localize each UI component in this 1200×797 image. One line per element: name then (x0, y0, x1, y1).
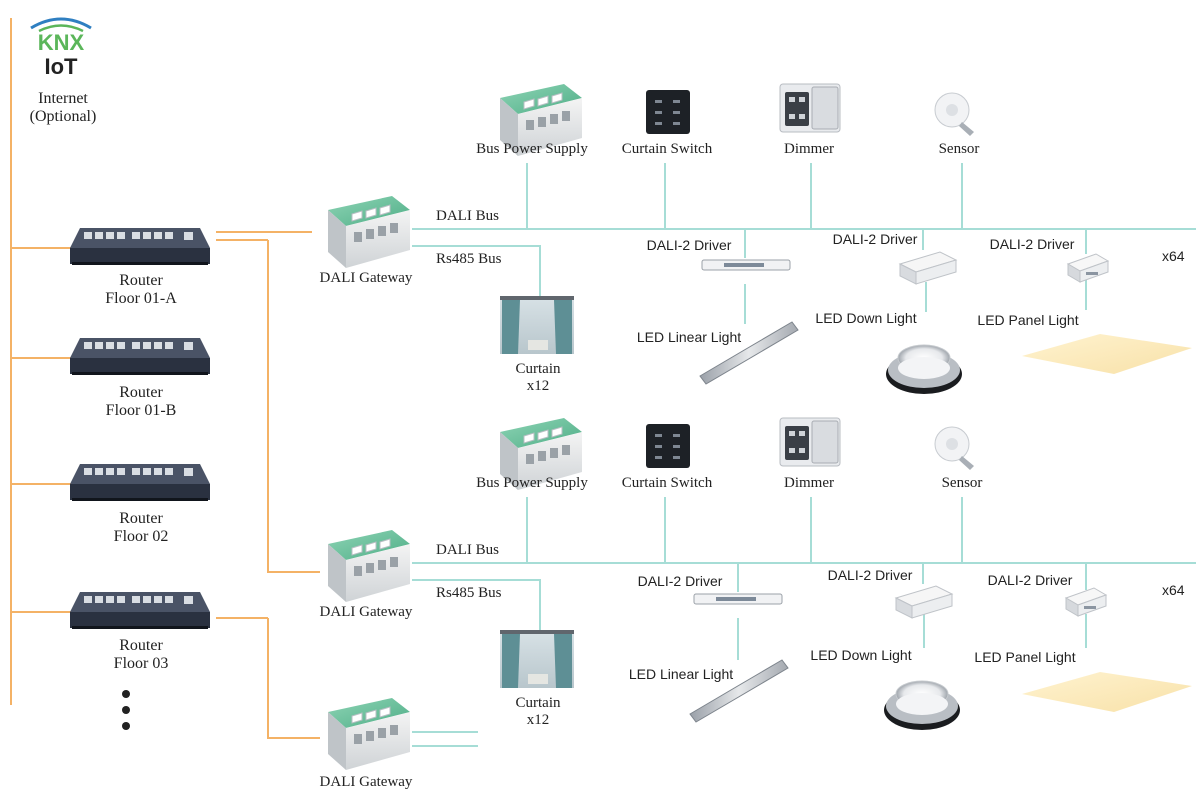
dali-bus-label-1: DALI Bus (436, 208, 499, 224)
curtain-switch-icon-1 (646, 90, 690, 134)
sensor-icon-1 (934, 92, 975, 137)
internet-label: Internet(Optional) (29, 90, 97, 126)
down-light-icon-1 (885, 344, 963, 395)
panel-light-icon-1 (1022, 334, 1192, 374)
curtain-switch-label-2: Curtain Switch (621, 475, 713, 491)
dimmer-icon-1 (779, 83, 841, 133)
down-light-label-1: LED Down Light (815, 310, 917, 326)
bus-power-supply-label-2: Bus Power Supply (476, 475, 588, 491)
driver-label-panel-2: DALI-2 Driver (987, 572, 1073, 588)
dali-bus-label-2: DALI Bus (436, 542, 499, 558)
svg-text:KNX: KNX (38, 30, 85, 55)
panel-light-icon-2 (1022, 672, 1192, 712)
ethernet-wiring (10, 18, 320, 739)
bus-power-supply-label-1: Bus Power Supply (476, 141, 588, 157)
dimmer-icon-2 (779, 417, 841, 467)
bus-wiring-upper (412, 163, 1196, 324)
router-icon-floor-02 (70, 464, 210, 501)
linear-light-label-2: LED Linear Light (628, 666, 734, 682)
curtain-icon-2 (500, 630, 574, 688)
down-light-icon-2 (883, 680, 961, 731)
sensor-label-2: Sensor (941, 475, 983, 491)
curtain-icon-1 (500, 296, 574, 354)
rs485-bus-label-2: Rs485 Bus (436, 585, 502, 601)
dimmer-label-2: Dimmer (784, 475, 834, 491)
dali-gateway-icon-3 (327, 697, 411, 771)
driver-label-down-1: DALI-2 Driver (832, 231, 918, 247)
sensor-icon-2 (934, 426, 975, 471)
dali-gateway-icon-1 (327, 195, 411, 269)
curtain-switch-label-1: Curtain Switch (621, 141, 713, 157)
panel-light-label-1: LED Panel Light (977, 312, 1079, 328)
router-icon-floor-01b (70, 338, 210, 375)
dimmer-label-1: Dimmer (784, 141, 834, 157)
router-icon-floor-03 (70, 592, 210, 629)
bus-wiring-lower (412, 497, 1196, 747)
driver-label-linear-1: DALI-2 Driver (646, 237, 732, 253)
panel-light-label-2: LED Panel Light (974, 649, 1076, 665)
driver-label-down-2: DALI-2 Driver (827, 567, 913, 583)
sensor-label-1: Sensor (938, 141, 980, 157)
down-light-label-2: LED Down Light (810, 647, 912, 663)
svg-text:IoT: IoT (45, 54, 79, 79)
rs485-bus-label-1: Rs485 Bus (436, 251, 502, 267)
dali-gateway-icon-2 (327, 529, 411, 603)
driver-icon-linear-2 (693, 593, 783, 605)
count-label-2: x64 (1162, 582, 1185, 598)
driver-icon-down-2 (895, 585, 953, 619)
driver-icon-down-1 (899, 251, 957, 285)
driver-icon-panel-1 (1067, 253, 1109, 283)
driver-icon-linear-1 (701, 259, 791, 271)
driver-label-linear-2: DALI-2 Driver (637, 573, 723, 589)
driver-label-panel-1: DALI-2 Driver (989, 236, 1075, 252)
dali-gateway-label-2: DALI Gateway (319, 604, 413, 620)
driver-icon-panel-2 (1065, 587, 1107, 617)
knx-logo: KNX IoT (30, 17, 92, 79)
count-label-1: x64 (1162, 248, 1185, 264)
dali-gateway-label-3: DALI Gateway (319, 774, 413, 790)
more-routers-ellipsis (122, 690, 130, 730)
curtain-switch-icon-2 (646, 424, 690, 468)
router-icon-floor-01a (70, 228, 210, 265)
linear-light-label-1: LED Linear Light (636, 329, 742, 345)
dali-gateway-label-1: DALI Gateway (319, 270, 413, 286)
